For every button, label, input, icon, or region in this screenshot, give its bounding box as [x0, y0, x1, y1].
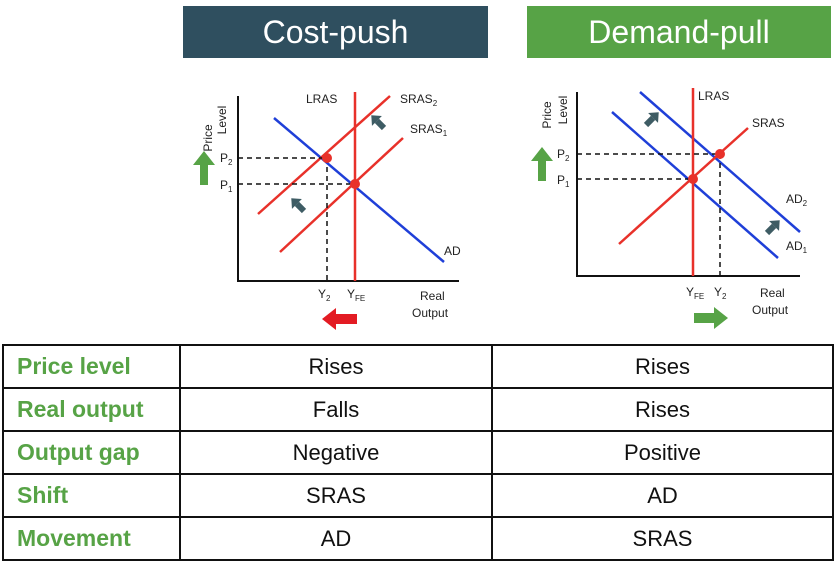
table-row: Output gap Negative Positive — [2, 430, 834, 475]
left-yfe-label: YFE — [347, 287, 365, 303]
left-eq-old — [350, 179, 360, 189]
header-cost-push: Cost-push — [183, 6, 488, 58]
diagrams-canvas: Price Level LRAS SRAS2 SRAS1 AD — [193, 88, 808, 330]
demand-pull-cell: SRAS — [491, 516, 834, 561]
right-shift-arrow-top — [643, 112, 659, 128]
right-x-label-2: Output — [752, 303, 789, 317]
right-ad1-curve — [611, 111, 779, 259]
row-label: Price level — [2, 344, 181, 389]
demand-pull-diagram: Price Level LRAS SRAS AD2 AD1 P2 P1 — [531, 88, 808, 329]
header-demand-pull: Demand-pull — [527, 6, 831, 58]
left-y2-label: Y2 — [318, 287, 331, 303]
left-y-label-2: Level — [215, 106, 229, 135]
demand-pull-cell: AD — [491, 473, 834, 518]
left-shift-arrow-top — [371, 115, 387, 131]
cost-push-cell: Falls — [179, 387, 493, 432]
right-eq-old — [688, 174, 698, 184]
left-ad-label: AD — [444, 244, 461, 258]
demand-pull-cell: Positive — [491, 430, 834, 475]
right-price-up-arrow — [531, 147, 553, 181]
table-row: Movement AD SRAS — [2, 516, 834, 561]
left-x-label-1: Real — [420, 289, 445, 303]
left-p2-label: P2 — [220, 151, 233, 167]
right-shift-arrow-bottom — [764, 220, 780, 236]
row-label: Real output — [2, 387, 181, 432]
right-ad1-label: AD1 — [786, 239, 808, 255]
right-eq-new — [715, 149, 725, 159]
table-row: Shift SRAS AD — [2, 473, 834, 518]
demand-pull-cell: Rises — [491, 344, 834, 389]
cost-push-cell: Rises — [179, 344, 493, 389]
row-label: Output gap — [2, 430, 181, 475]
right-ad2-curve — [639, 91, 801, 233]
right-sras-label: SRAS — [752, 116, 785, 130]
cost-push-cell: AD — [179, 516, 493, 561]
comparison-table: Price level Rises Rises Real output Fall… — [2, 344, 834, 561]
right-output-right-arrow — [694, 307, 728, 329]
left-y-label-1: Price — [201, 124, 215, 152]
cost-push-cell: SRAS — [179, 473, 493, 518]
left-eq-new — [322, 153, 332, 163]
table-row: Price level Rises Rises — [2, 344, 834, 389]
left-price-up-arrow — [193, 151, 215, 185]
left-lras-label: LRAS — [306, 92, 337, 106]
right-ad2-label: AD2 — [786, 192, 808, 208]
right-y2-label: Y2 — [714, 285, 727, 301]
left-sras2-label: SRAS2 — [400, 92, 438, 108]
demand-pull-cell: Rises — [491, 387, 834, 432]
right-lras-label: LRAS — [698, 89, 729, 103]
right-p1-label: P1 — [557, 173, 570, 189]
left-shift-arrow-bottom — [291, 198, 307, 214]
right-sras-curve — [618, 127, 749, 245]
left-sras1-label: SRAS1 — [410, 122, 448, 138]
left-x-label-2: Output — [412, 306, 449, 320]
table-row: Real output Falls Rises — [2, 387, 834, 432]
row-label: Shift — [2, 473, 181, 518]
cost-push-cell: Negative — [179, 430, 493, 475]
right-p2-label: P2 — [557, 147, 570, 163]
left-ad-curve — [273, 117, 445, 263]
right-y-label-1: Price — [540, 101, 554, 129]
right-y-label-2: Level — [556, 96, 570, 125]
right-x-label-1: Real — [760, 286, 785, 300]
left-sras1-curve — [279, 137, 404, 253]
left-p1-label: P1 — [220, 178, 233, 194]
left-output-left-arrow — [322, 308, 357, 330]
cost-push-diagram: Price Level LRAS SRAS2 SRAS1 AD — [193, 92, 461, 330]
row-label: Movement — [2, 516, 181, 561]
right-yfe-label: YFE — [686, 285, 704, 301]
